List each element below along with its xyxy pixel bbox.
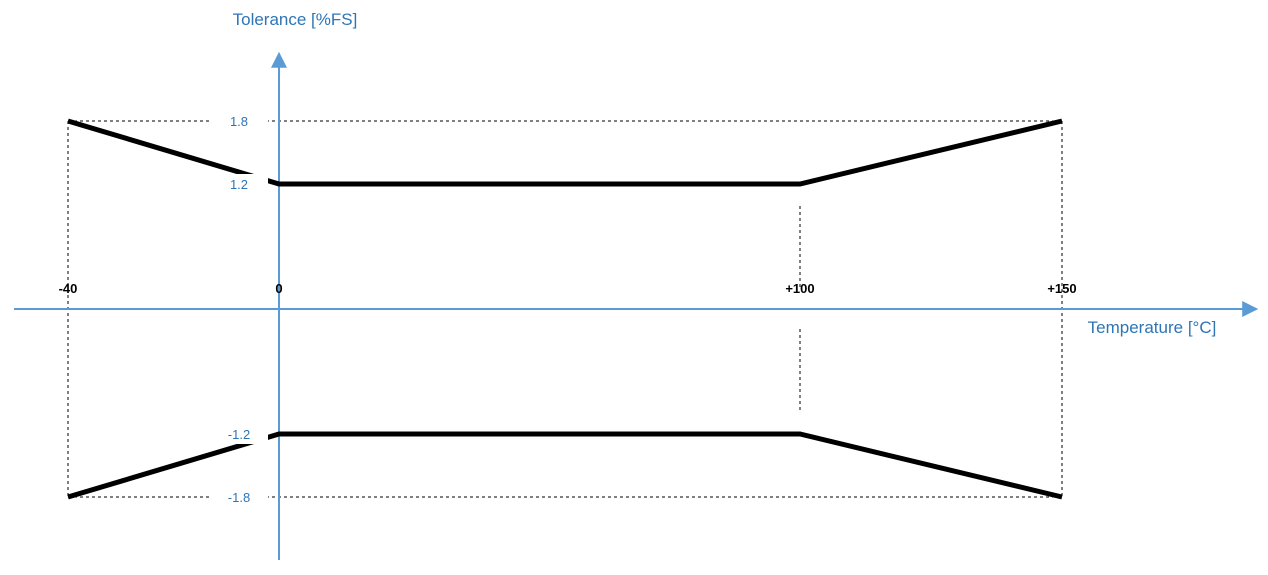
x-axis-title: Temperature [°C] bbox=[1088, 318, 1217, 337]
tick-labels: 1.8 1.2 -1.2 -1.8 -40 0 +100 +150 bbox=[59, 111, 1077, 507]
y-tick-label: 1.8 bbox=[230, 114, 248, 129]
y-tick-label-bg bbox=[210, 424, 268, 444]
y-tick-label-bg bbox=[210, 174, 268, 194]
y-tick-label: -1.2 bbox=[228, 427, 250, 442]
y-tick-label: -1.8 bbox=[228, 490, 250, 505]
series-line bbox=[67, 118, 1063, 187]
x-tick-label: +100 bbox=[785, 281, 814, 296]
x-tick-label: -40 bbox=[59, 281, 78, 296]
x-tick-label: 0 bbox=[275, 281, 282, 296]
series-group bbox=[67, 118, 1063, 500]
y-tick-label-bg bbox=[210, 487, 268, 507]
y-tick-label-bg bbox=[210, 111, 268, 131]
x-tick-label: +150 bbox=[1047, 281, 1076, 296]
series-line bbox=[67, 431, 1063, 500]
axes bbox=[14, 51, 1259, 560]
y-tick-label: 1.2 bbox=[230, 177, 248, 192]
y-axis-title: Tolerance [%FS] bbox=[233, 10, 358, 29]
